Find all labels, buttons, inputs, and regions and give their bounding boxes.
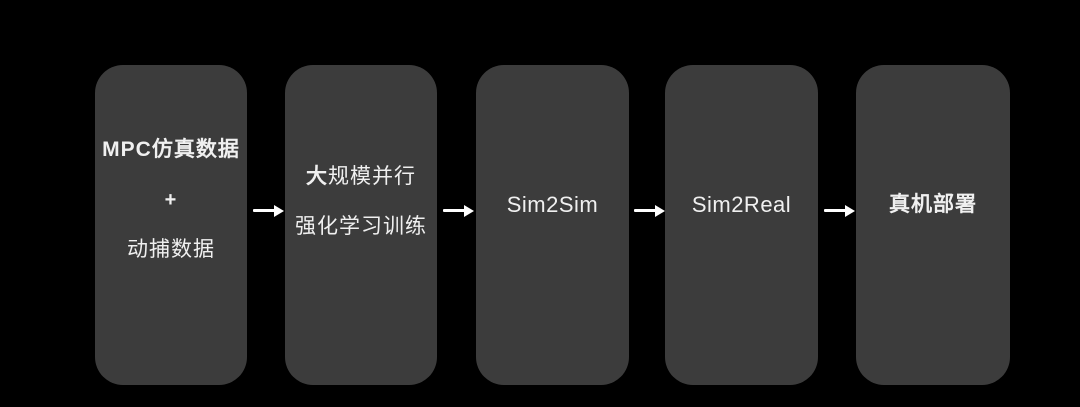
stage-box-content: 大规模并行 强化学习训练 xyxy=(285,163,437,241)
stage-label-sim2sim: Sim2Sim xyxy=(506,192,599,217)
right-arrow-icon xyxy=(253,209,275,212)
right-arrow-icon xyxy=(634,209,656,212)
right-arrow-icon xyxy=(824,209,846,212)
stage-box-training-data: MPC仿真数据 + 动捕数据 xyxy=(95,65,247,385)
stage-box-content: MPC仿真数据 + 动捕数据 xyxy=(95,136,247,264)
stage-box-rl-training: 大规模并行 强化学习训练 xyxy=(285,65,437,385)
stage-box-sim2real: Sim2Real xyxy=(665,65,818,385)
stage-box-content: Sim2Real xyxy=(665,191,818,219)
right-arrow-icon xyxy=(443,209,465,212)
stage-label-sim2real: Sim2Real xyxy=(691,192,792,217)
stage-label-mocap-data: 动捕数据 xyxy=(127,238,215,261)
stage-box-content: Sim2Sim xyxy=(476,191,629,219)
stage-box-real-deploy: 真机部署 xyxy=(856,65,1010,385)
stage-label-parallel: 大规模并行 xyxy=(306,163,416,191)
plus-sign: + xyxy=(164,189,178,211)
stage-label-rl: 强化学习训练 xyxy=(295,215,427,238)
stage-label-parallel-bold: 大 xyxy=(306,165,328,188)
stage-label-mpc-sim-data: MPC仿真数据 xyxy=(102,138,240,161)
stage-box-content: 真机部署 xyxy=(856,191,1010,219)
stage-box-sim2sim: Sim2Sim xyxy=(476,65,629,385)
stage-label-deploy: 真机部署 xyxy=(889,193,977,216)
stage-label-parallel-rest: 规模并行 xyxy=(328,165,416,188)
